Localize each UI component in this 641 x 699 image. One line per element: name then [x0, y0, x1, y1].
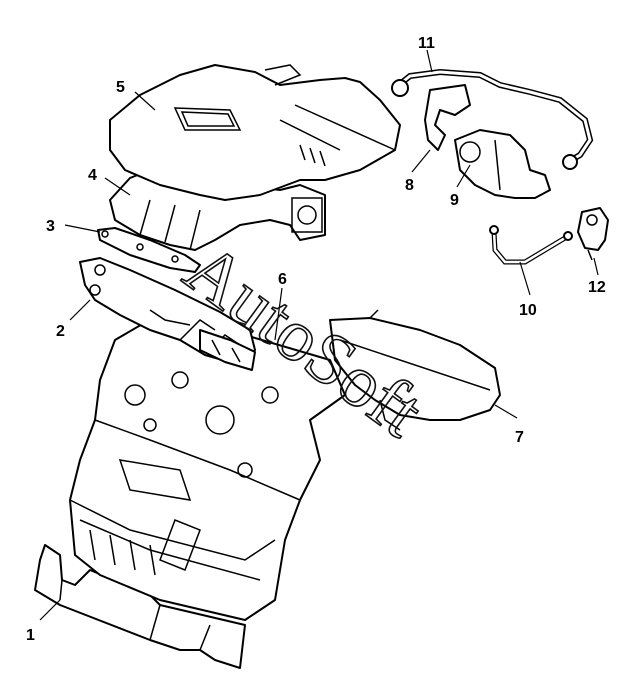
part-engine-cover [109, 64, 401, 201]
callout-3: 3 [46, 218, 55, 235]
callout-10: 10 [519, 302, 537, 319]
callout-7: 7 [515, 429, 524, 446]
part-pipe-10 [489, 225, 573, 265]
callout-6: 6 [278, 271, 287, 288]
part-valve-cover [329, 309, 501, 431]
callout-1: 1 [26, 627, 35, 644]
callout-12: 12 [588, 279, 606, 296]
part-oil-pan-cover [34, 544, 246, 669]
callout-11: 11 [418, 35, 435, 52]
part-air-pump [454, 129, 551, 199]
callout-9: 9 [450, 192, 459, 209]
part-manifold-gasket [97, 227, 201, 273]
callout-8: 8 [405, 177, 414, 194]
callout-2: 2 [56, 323, 65, 340]
leader-lines [39, 49, 599, 621]
part-hose-11 [391, 68, 594, 170]
part-engine-block [69, 304, 346, 621]
callout-4: 4 [88, 167, 97, 184]
part-bracket [424, 84, 471, 151]
part-gasket-6 [199, 329, 256, 371]
part-valve-12 [577, 207, 609, 261]
callout-5: 5 [116, 79, 125, 96]
